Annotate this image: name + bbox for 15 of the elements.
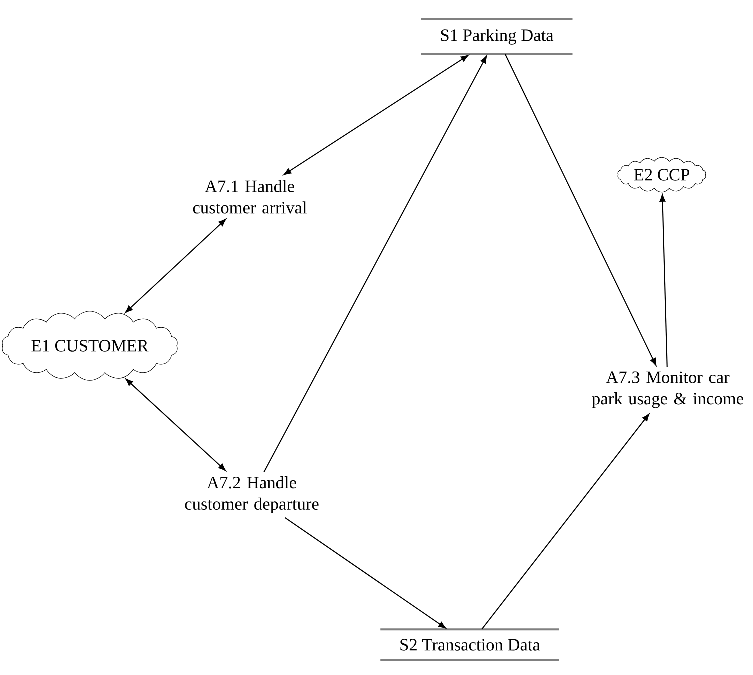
arrow <box>660 194 668 368</box>
process-label: A7.1 Handle customer arrival <box>193 180 307 214</box>
arrow <box>482 414 650 630</box>
arrow <box>125 219 226 314</box>
process-label: A7.2 Handle customer departure <box>185 476 319 514</box>
process-label: A7.3 Monitor car park usage & income <box>592 372 744 408</box>
arrow <box>284 55 469 176</box>
external-entity-cloud: E2 CCP <box>618 157 706 193</box>
arrow <box>504 54 657 366</box>
external-entity-cloud: E1 CUSTOMER <box>2 311 178 381</box>
arrow <box>126 378 226 472</box>
data-store: S1 Parking Data <box>421 18 573 56</box>
arrow <box>284 517 446 629</box>
arrow <box>264 56 488 472</box>
data-store: S2 Transaction Data <box>380 628 560 662</box>
